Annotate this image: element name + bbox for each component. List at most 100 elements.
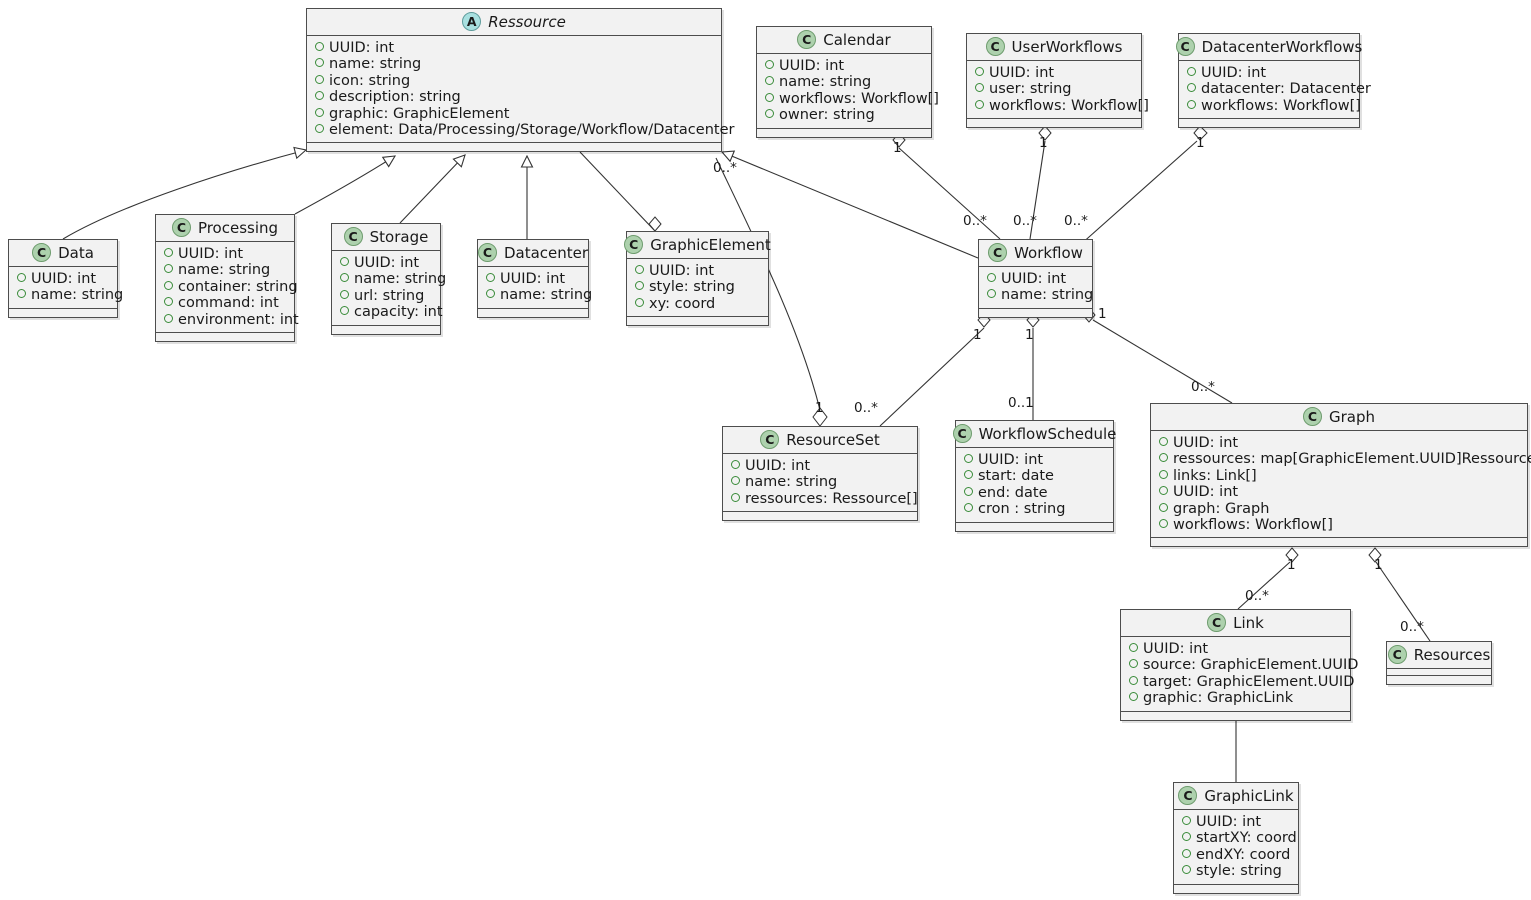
class-separator (9, 307, 117, 309)
public-visibility-icon (340, 289, 349, 299)
class-separator (723, 511, 917, 513)
class-separator (627, 258, 768, 259)
attribute-label: UUID: int (354, 255, 420, 271)
public-visibility-icon (315, 42, 324, 51)
public-visibility-icon (635, 281, 644, 291)
attribute-label: UUID: int (1196, 814, 1262, 830)
public-visibility-icon (635, 265, 644, 274)
multiplicity-label-m-wf-sched-1: 1 (1025, 327, 1034, 343)
multiplicity-label-m-graph-res: 0..* (1400, 619, 1424, 635)
class-name-graphiclink: GraphicLink (1204, 786, 1294, 805)
attribute-row: target: GraphicElement.UUID (1127, 674, 1354, 690)
class-header-data: C Data (9, 240, 117, 266)
class-methods-storage (332, 325, 440, 334)
attribute-label: icon: string (329, 72, 411, 89)
class-methods-data (9, 308, 117, 317)
public-visibility-icon (486, 289, 495, 299)
multiplicity-label-m-wf-sched: 0..1 (1008, 395, 1034, 411)
public-visibility-icon (340, 257, 349, 266)
edge-processing-ressource (294, 156, 395, 215)
attribute-row: UUID: int (729, 458, 911, 474)
attribute-label: UUID: int (779, 58, 845, 74)
class-separator (307, 35, 721, 36)
class-separator (1121, 636, 1350, 637)
attribute-row: links: Link[] (1157, 468, 1521, 484)
attribute-row: style: string (633, 279, 762, 295)
attribute-row: UUID: int (1157, 484, 1521, 500)
attribute-label: end: date (978, 484, 1048, 501)
attribute-row: name: string (729, 474, 911, 490)
attribute-row: UUID: int (763, 58, 925, 74)
attribute-row: style: string (1180, 863, 1292, 879)
class-separator (478, 307, 588, 309)
class-separator (967, 118, 1141, 120)
class-separator (757, 53, 931, 54)
class-separator (956, 447, 1113, 448)
attribute-row: name: string (162, 262, 288, 278)
class-methods-userworkflows (967, 119, 1141, 128)
class-name-resources: Resources (1413, 645, 1491, 664)
class-separator (1387, 675, 1491, 676)
attribute-label: user: string (989, 81, 1072, 98)
multiplicity-label-m-wf-set-1: 1 (973, 327, 982, 343)
attribute-label: ressources: Ressource[] (745, 490, 918, 507)
attribute-row: UUID: int (313, 40, 715, 56)
multiplicity-label-m-userwf-wf: 0..* (1013, 213, 1037, 229)
attribute-label: UUID: int (31, 271, 97, 287)
attribute-row: UUID: int (985, 271, 1086, 287)
class-methods-graph (1151, 538, 1527, 547)
attribute-label: environment: int (178, 311, 299, 328)
attribute-label: description: string (329, 89, 461, 106)
class-separator (156, 241, 294, 242)
class-separator (1179, 60, 1359, 61)
class-separator (757, 127, 931, 129)
attribute-row: start: date (962, 468, 1107, 484)
class-icon: C (32, 243, 52, 262)
attribute-row: command: int (162, 295, 288, 311)
attribute-row: icon: string (313, 73, 715, 89)
attribute-label: style: string (1196, 863, 1282, 880)
public-visibility-icon (975, 83, 984, 93)
class-name-data: Data (58, 243, 94, 262)
class-methods-datacenterworkflows (1179, 119, 1359, 128)
class-separator (332, 250, 440, 251)
public-visibility-icon (1159, 453, 1168, 463)
class-name-processing: Processing (197, 218, 279, 237)
class-icon: C (985, 37, 1005, 56)
edge-ressource-graphicelement (579, 151, 656, 232)
class-methods-ressource (307, 143, 721, 152)
attribute-label: capacity: int (354, 304, 443, 321)
attribute-label: workflows: Workflow[] (1201, 97, 1361, 114)
public-visibility-icon (731, 460, 740, 469)
attribute-label: cron : string (978, 501, 1066, 518)
class-separator (967, 60, 1141, 61)
attribute-row: workflows: Workflow[] (763, 91, 939, 107)
multiplicity-label-m-graph-link: 0..* (1245, 588, 1269, 604)
multiplicity-label-m-wf-graph: 0..* (1191, 379, 1215, 395)
attribute-row: workflows: Workflow[] (1157, 517, 1521, 533)
